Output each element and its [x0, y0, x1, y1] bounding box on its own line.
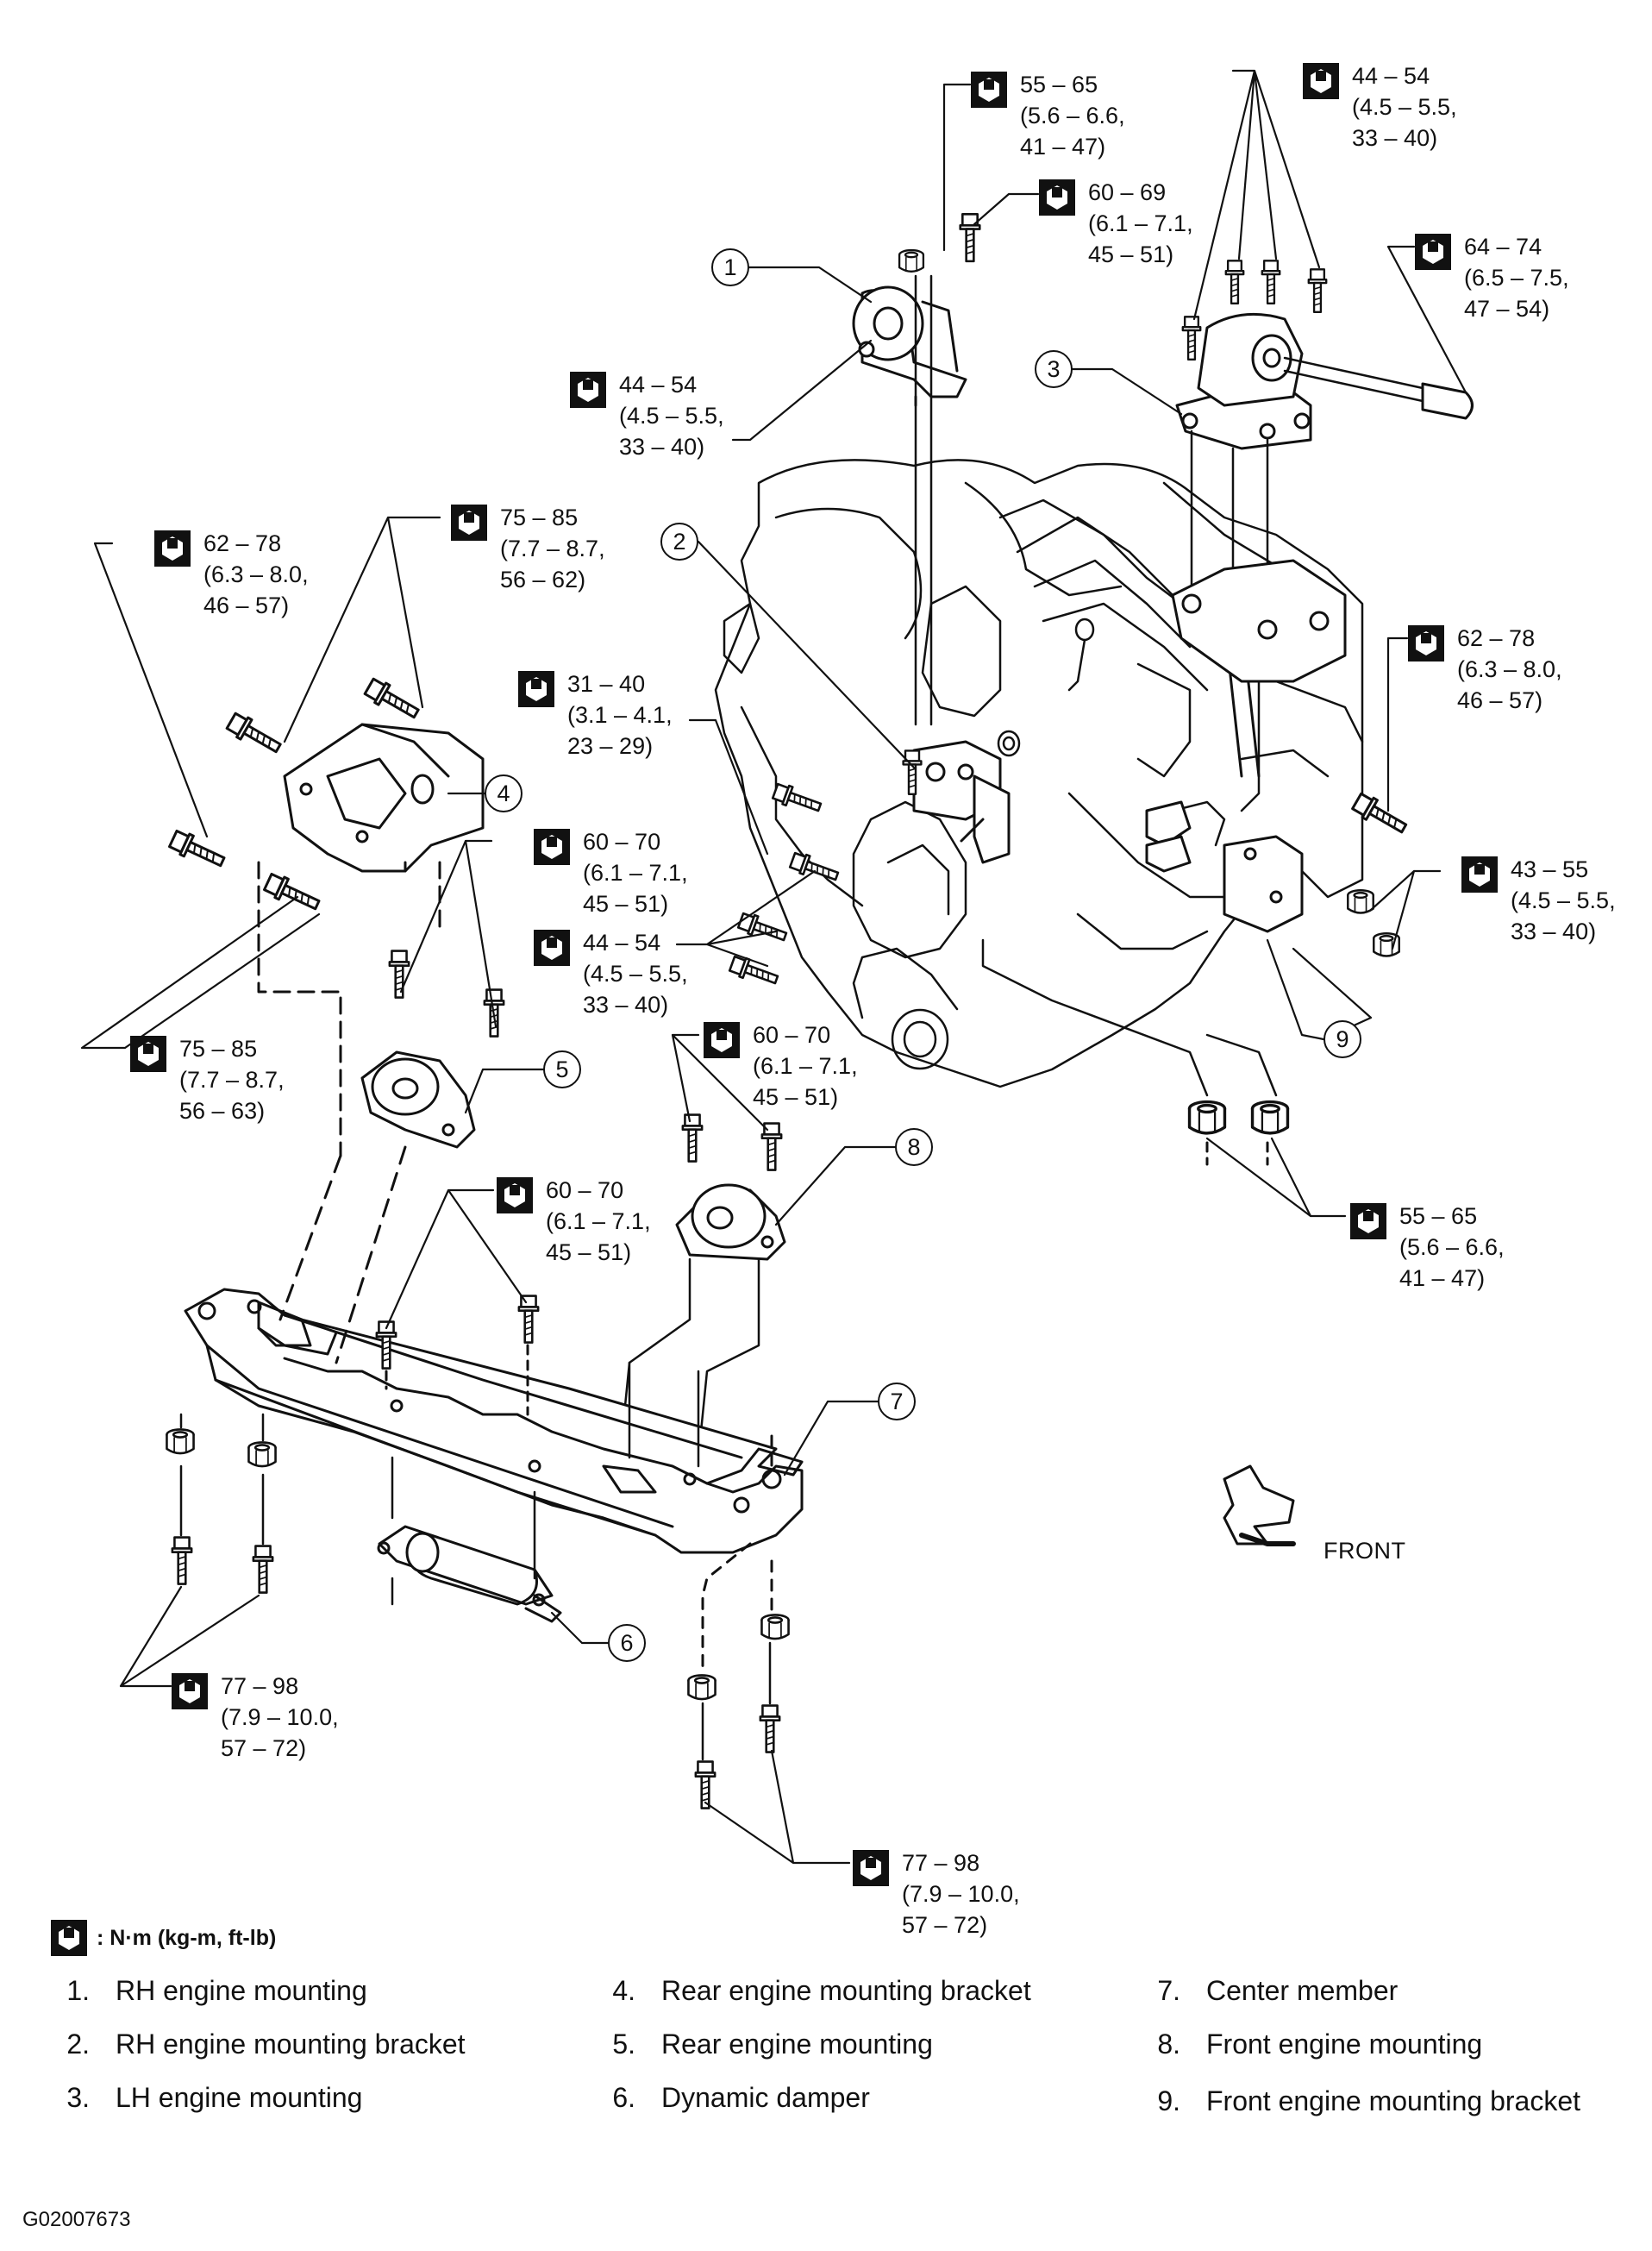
callout-8: 8 [895, 1128, 933, 1166]
torque-value: 31 – 40(3.1 – 4.1,23 – 29) [567, 671, 673, 759]
leader-lines [80, 69, 1467, 1865]
torque-wrench-icon [1414, 233, 1452, 271]
callout-7: 7 [878, 1383, 916, 1420]
callout-2: 2 [660, 523, 698, 561]
torque-value: 60 – 70(6.1 – 7.1,45 – 51) [753, 1022, 858, 1110]
dynamic-damper-drawing [377, 1525, 562, 1623]
torque-value: 60 – 70(6.1 – 7.1,45 – 51) [583, 829, 688, 917]
torque-spec-t14: 60 – 70(6.1 – 7.1,45 – 51) [703, 1019, 858, 1113]
torque-value: 55 – 65(5.6 – 6.6,41 – 47) [1399, 1203, 1505, 1291]
front-arrow-icon [1223, 1464, 1296, 1546]
legend-item-1: 1.RH engine mounting [66, 1975, 367, 2006]
torque-spec-t3: 60 – 69(6.1 – 7.1,45 – 51) [1038, 177, 1193, 270]
torque-value: 62 – 78(6.3 – 8.0,46 – 57) [203, 530, 309, 618]
torque-wrench-icon [1461, 856, 1499, 894]
torque-wrench-icon [533, 828, 571, 866]
torque-spec-t4: 64 – 74(6.5 – 7.5,47 – 54) [1414, 231, 1569, 324]
center-member-drawing [184, 1288, 804, 1554]
torque-spec-t5: 44 – 54(4.5 – 5.5,33 – 40) [569, 369, 724, 462]
torque-wrench-icon [50, 1919, 88, 1957]
torque-spec-t6: 62 – 78(6.3 – 8.0,46 – 57) [153, 528, 309, 621]
legend-item-9: 9.Front engine mounting bracket [1157, 2085, 1581, 2116]
callout-9: 9 [1323, 1020, 1361, 1058]
torque-wrench-icon [533, 929, 571, 967]
torque-spec-t11: 43 – 55(4.5 – 5.5,33 – 40) [1461, 854, 1616, 947]
torque-wrench-icon [129, 1035, 167, 1073]
legend-item-8: 8.Front engine mounting [1157, 2028, 1483, 2060]
rear-engine-mounting-bracket-drawing [283, 723, 485, 873]
legend-item-7: 7.Center member [1157, 1975, 1399, 2006]
torque-spec-t12: 44 – 54(4.5 – 5.5,33 – 40) [533, 927, 688, 1020]
torque-spec-t2: 44 – 54(4.5 – 5.5,33 – 40) [1302, 60, 1457, 154]
torque-wrench-icon [1349, 1202, 1387, 1240]
legend-item-2: 2.RH engine mounting bracket [66, 2028, 466, 2060]
torque-value: 77 – 98(7.9 – 10.0,57 – 72) [221, 1673, 339, 1761]
parts-legend: 1.RH engine mounting 2.RH engine mountin… [50, 1975, 1602, 2148]
rear-engine-mounting-drawing [360, 1050, 476, 1149]
legend-item-4: 4.Rear engine mounting bracket [612, 1975, 1031, 2006]
torque-wrench-icon [970, 71, 1008, 109]
torque-value: 43 – 55(4.5 – 5.5,33 – 40) [1511, 856, 1616, 944]
torque-spec-t16: 60 – 70(6.1 – 7.1,45 – 51) [496, 1175, 651, 1268]
torque-spec-t15: 55 – 65(5.6 – 6.6,41 – 47) [1349, 1201, 1505, 1294]
engine-block [714, 459, 1364, 1088]
torque-wrench-icon [852, 1849, 890, 1887]
torque-value: 60 – 69(6.1 – 7.1,45 – 51) [1088, 179, 1193, 267]
torque-wrench-icon [703, 1021, 741, 1059]
torque-wrench-icon [569, 371, 607, 409]
torque-value: 75 – 85(7.7 – 8.7,56 – 62) [500, 505, 605, 593]
torque-value: 64 – 74(6.5 – 7.5,47 – 54) [1464, 234, 1569, 322]
torque-wrench-icon [496, 1176, 534, 1214]
torque-spec-t9: 62 – 78(6.3 – 8.0,46 – 57) [1407, 623, 1562, 716]
torque-value: 44 – 54(4.5 – 5.5,33 – 40) [619, 372, 724, 460]
torque-wrench-icon [450, 504, 488, 542]
torque-wrench-icon [1038, 179, 1076, 216]
torque-wrench-icon [171, 1672, 209, 1710]
torque-wrench-icon [1302, 62, 1340, 100]
torque-wrench-icon [517, 670, 555, 708]
torque-spec-t13: 75 – 85(7.7 – 8.7,56 – 63) [129, 1033, 285, 1126]
legend-item-3: 3.LH engine mounting [66, 2082, 363, 2113]
torque-spec-t10: 60 – 70(6.1 – 7.1,45 – 51) [533, 826, 688, 919]
torque-value: 62 – 78(6.3 – 8.0,46 – 57) [1457, 625, 1562, 713]
torque-value: 60 – 70(6.1 – 7.1,45 – 51) [546, 1177, 651, 1265]
torque-spec-t18: 77 – 98(7.9 – 10.0,57 – 72) [852, 1847, 1020, 1941]
torque-spec-t17: 77 – 98(7.9 – 10.0,57 – 72) [171, 1671, 339, 1764]
legend-item-5: 5.Rear engine mounting [612, 2028, 933, 2060]
lh-lower-bracket [1171, 559, 1347, 683]
callout-5: 5 [543, 1050, 581, 1088]
torque-value: 44 – 54(4.5 – 5.5,33 – 40) [1352, 63, 1457, 151]
torque-spec-t7: 75 – 85(7.7 – 8.7,56 – 62) [450, 502, 605, 595]
front-engine-mounting-bracket-drawing [1145, 800, 1304, 933]
front-engine-mounting-drawing [675, 1183, 786, 1261]
callout-1: 1 [711, 248, 749, 286]
torque-value: 55 – 65(5.6 – 6.6,41 – 47) [1020, 72, 1125, 160]
torque-wrench-icon [1407, 624, 1445, 662]
legend-item-6: 6.Dynamic damper [612, 2082, 870, 2113]
rh-engine-mounting-bracket-drawing [912, 740, 1011, 864]
callout-6: 6 [608, 1624, 646, 1662]
units-text: : N·m (kg-m, ft-lb) [97, 1925, 277, 1950]
torque-value: 75 – 85(7.7 – 8.7,56 – 63) [179, 1036, 285, 1124]
torque-spec-t8: 31 – 40(3.1 – 4.1,23 – 29) [517, 668, 673, 762]
units-legend: : N·m (kg-m, ft-lb) [50, 1919, 276, 1957]
callout-3: 3 [1035, 350, 1073, 388]
torque-value: 77 – 98(7.9 – 10.0,57 – 72) [902, 1850, 1020, 1938]
front-label: FRONT [1323, 1538, 1406, 1564]
lh-engine-mounting-drawing [1175, 312, 1474, 450]
callout-4: 4 [485, 774, 523, 812]
figure-id: G02007673 [22, 2208, 131, 2231]
torque-spec-t1: 55 – 65(5.6 – 6.6,41 – 47) [970, 69, 1125, 162]
torque-value: 44 – 54(4.5 – 5.5,33 – 40) [583, 930, 688, 1018]
torque-wrench-icon [153, 530, 191, 567]
